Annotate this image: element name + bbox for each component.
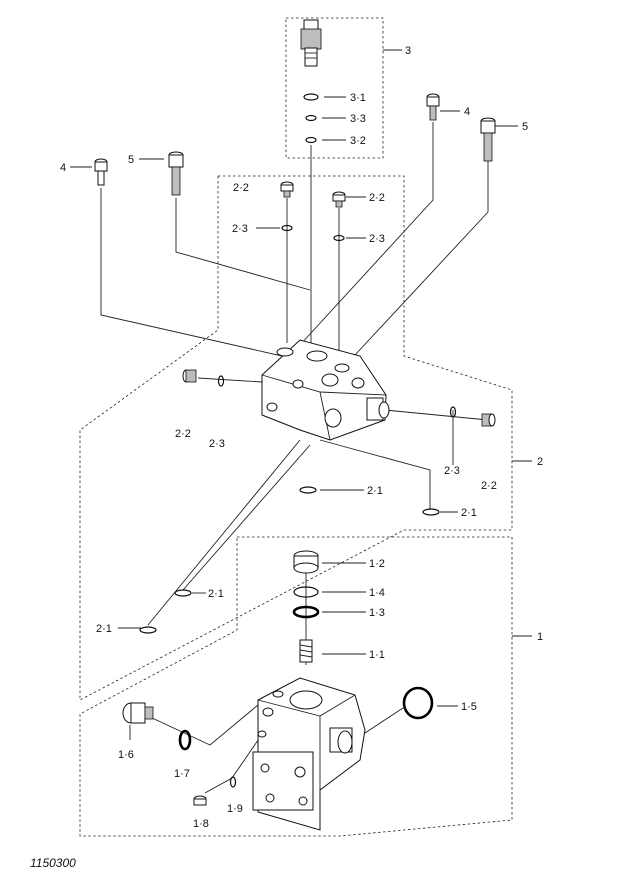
- o-ring-2-3-top-left: [281, 224, 293, 232]
- plug-2-2-side-left: [182, 369, 197, 383]
- label-2-3-a: 2·3: [232, 223, 248, 235]
- o-ring-3-3: [305, 114, 317, 122]
- o-ring-2-3-side-left: [217, 375, 225, 387]
- o-ring-3-2: [305, 136, 317, 144]
- plug-1-6: [122, 702, 154, 724]
- label-1-4: 1·4: [369, 587, 385, 599]
- label-2-2-b: 2·2: [369, 192, 385, 204]
- label-2-2-d: 2·2: [481, 480, 497, 492]
- o-ring-2-1-d: [139, 626, 157, 634]
- label-1-1: 1·1: [369, 649, 385, 661]
- plug-2-2-side-right: [481, 413, 496, 427]
- label-1-5: 1·5: [461, 701, 477, 713]
- plug-1-8: [193, 795, 207, 806]
- assembly-1-boundary: [79, 536, 513, 837]
- plug-2-2-top-left: [280, 181, 294, 198]
- label-1-7: 1·7: [174, 768, 190, 780]
- label-4-right: 4: [464, 106, 470, 118]
- assembly-2-boundary: [79, 175, 513, 701]
- plug-1-2: [293, 550, 319, 574]
- label-1-2: 1·2: [369, 558, 385, 570]
- label-3-3: 3·3: [350, 113, 366, 125]
- valve-cartridge: [300, 19, 322, 67]
- label-2: 2: [537, 456, 543, 468]
- o-ring-2-3-top-right: [333, 234, 345, 242]
- label-3-2: 3·2: [350, 135, 366, 147]
- label-1-9: 1·9: [227, 803, 243, 815]
- label-2-1-b: 2·1: [461, 507, 477, 519]
- label-5-left: 5: [128, 154, 134, 166]
- o-ring-2-1-a: [299, 486, 317, 494]
- label-4-left: 4: [60, 162, 66, 174]
- plug-2-2-top-right: [332, 191, 346, 208]
- label-5-right: 5: [522, 121, 528, 133]
- label-3: 3: [405, 45, 411, 57]
- o-ring-1-9: [229, 776, 237, 788]
- label-1: 1: [537, 631, 543, 643]
- label-2-1-d: 2·1: [96, 623, 112, 635]
- label-1-3: 1·3: [369, 607, 385, 619]
- leader-lines: [70, 49, 532, 794]
- assembly-3-boundary: [285, 17, 384, 159]
- label-2-1-a: 2·1: [367, 485, 383, 497]
- valve-block-2: [261, 339, 390, 441]
- label-1-8: 1·8: [193, 818, 209, 830]
- o-ring-2-3-side-right: [449, 406, 457, 418]
- label-2-2-c: 2·2: [175, 428, 191, 440]
- o-ring-1-7: [178, 729, 192, 751]
- callout-labels: 3 3·1 3·3 3·2 4 5 4 5 2·2 2·3 2·2 2·3 2·…: [60, 45, 543, 830]
- label-2-1-c: 2·1: [208, 588, 224, 600]
- o-ring-2-1-c: [174, 589, 192, 597]
- label-2-3-d: 2·3: [444, 465, 460, 477]
- label-2-2-a: 2·2: [233, 182, 249, 194]
- o-ring-3-1: [303, 93, 319, 101]
- spring-1-1: [299, 639, 313, 663]
- o-ring-1-3: [292, 605, 320, 619]
- bolt-4-right: [426, 93, 440, 121]
- backup-ring-1-4: [293, 586, 319, 598]
- label-2-3-b: 2·3: [369, 233, 385, 245]
- bolt-4-left: [94, 158, 108, 186]
- bolt-5-left: [168, 151, 184, 196]
- label-2-3-c: 2·3: [209, 438, 225, 450]
- bolt-5-right: [480, 117, 496, 162]
- figure-number: 1150300: [30, 856, 76, 870]
- valve-housing-1: [252, 677, 366, 831]
- o-ring-2-1-b: [422, 508, 440, 516]
- o-ring-1-5: [402, 686, 434, 720]
- label-1-6: 1·6: [118, 749, 134, 761]
- label-3-1: 3·1: [350, 92, 366, 104]
